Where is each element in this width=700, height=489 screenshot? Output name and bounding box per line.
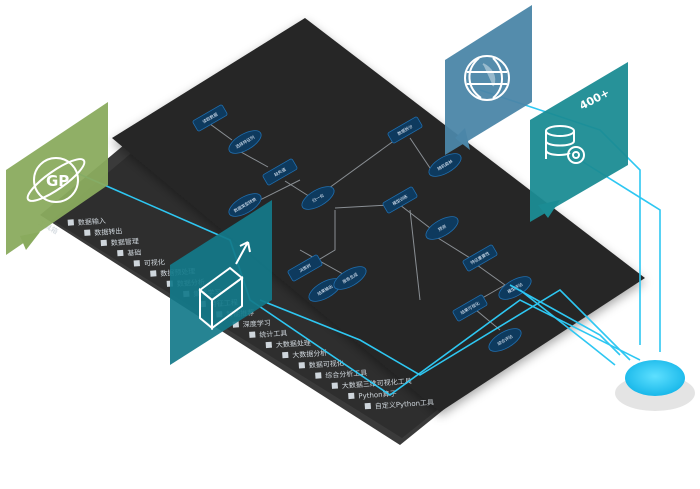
folder-icon bbox=[249, 331, 256, 338]
flow-node[interactable]: 数据拆分 bbox=[387, 116, 423, 144]
folder-icon bbox=[100, 239, 108, 247]
flow-node[interactable]: 模型训练 bbox=[382, 186, 418, 214]
toolbox-item-label: 数据管理 bbox=[111, 236, 140, 247]
data-hub[interactable] bbox=[615, 360, 695, 411]
toolbox-item-label: 数据转出 bbox=[94, 226, 123, 237]
toolbox-item-label: 统计工具 bbox=[259, 328, 288, 339]
folder-icon bbox=[364, 402, 372, 410]
folder-icon bbox=[117, 249, 124, 257]
folder-icon bbox=[298, 362, 306, 369]
folder-icon bbox=[315, 372, 322, 379]
svg-text:GP: GP bbox=[46, 172, 69, 190]
toolbox-item-label: 深度学习 bbox=[243, 318, 272, 329]
flow-node[interactable]: 读取数据 bbox=[192, 104, 228, 132]
globe-icon bbox=[464, 55, 510, 101]
flow-node[interactable]: 特征重要性 bbox=[462, 244, 498, 272]
folder-icon bbox=[150, 270, 157, 277]
flow-node[interactable]: 数据类型转换 bbox=[225, 189, 264, 221]
workflow-canvas[interactable] bbox=[112, 18, 645, 412]
folder-icon bbox=[265, 341, 273, 349]
toolbox-item[interactable]: 数据输入 bbox=[67, 216, 107, 228]
toolbox-item-label: 自定义Python工具 bbox=[375, 397, 435, 410]
folder-icon bbox=[84, 229, 91, 236]
toolbox-item[interactable]: 统计工具 bbox=[249, 328, 288, 340]
folder-icon bbox=[282, 351, 289, 359]
flow-node[interactable]: 预测 bbox=[422, 212, 461, 244]
toolbox-item[interactable]: 大数据分析 bbox=[282, 348, 328, 360]
toolbox-item[interactable]: 数据可视化 bbox=[298, 358, 345, 370]
cube-card bbox=[170, 200, 272, 365]
toolbox-item[interactable]: 自定义Python工具 bbox=[364, 397, 435, 411]
flow-node[interactable]: 决策树 bbox=[287, 254, 323, 282]
toolbox-item[interactable]: Python算子 bbox=[348, 389, 397, 401]
folder-icon bbox=[331, 382, 339, 389]
folder-icon bbox=[133, 260, 141, 267]
globe-card bbox=[445, 5, 532, 155]
toolbox-item-label: 大数据处理 bbox=[276, 338, 312, 349]
database-stack-icon bbox=[545, 125, 585, 164]
toolbox-item-label: 可视化 bbox=[144, 257, 166, 267]
flow-node[interactable]: 选择特征列 bbox=[225, 126, 264, 158]
toolbox-item-label: Python算子 bbox=[358, 389, 397, 401]
toolbox-item[interactable]: 综合分析工具 bbox=[315, 368, 368, 381]
flow-node[interactable]: 缺失值 bbox=[262, 158, 298, 186]
flow-node[interactable]: 报告生成 bbox=[330, 262, 369, 294]
flow-node[interactable]: 随机森林 bbox=[425, 149, 464, 181]
folder-icon bbox=[348, 392, 355, 400]
toolbox-item-label: 大数据分析 bbox=[292, 348, 328, 359]
toolbox-item[interactable]: 大数据处理 bbox=[265, 338, 312, 350]
toolbox-item[interactable]: 数据管理 bbox=[100, 236, 140, 248]
toolbox-item-label: 数据输入 bbox=[78, 216, 107, 227]
gp-card: GP bbox=[6, 102, 108, 255]
toolbox-item[interactable]: 基础 bbox=[117, 248, 142, 259]
flow-node-label: 预测 bbox=[437, 223, 448, 233]
toolbox-item-label: 综合分析工具 bbox=[325, 368, 368, 380]
folder-icon bbox=[67, 219, 75, 226]
gp-sphere-icon: GP bbox=[26, 157, 86, 203]
toolbox-item[interactable]: 数据转出 bbox=[84, 226, 123, 238]
flow-node[interactable]: 归一化 bbox=[298, 182, 337, 214]
3d-cube-icon bbox=[198, 241, 251, 331]
toolbox-item[interactable]: 可视化 bbox=[133, 257, 166, 268]
flow-node[interactable]: 综合评估 bbox=[485, 324, 524, 356]
database-card: 400+ bbox=[530, 62, 628, 222]
toolbox-item-label: 基础 bbox=[127, 248, 142, 258]
toolbox-item-label: 数据可视化 bbox=[309, 358, 345, 369]
